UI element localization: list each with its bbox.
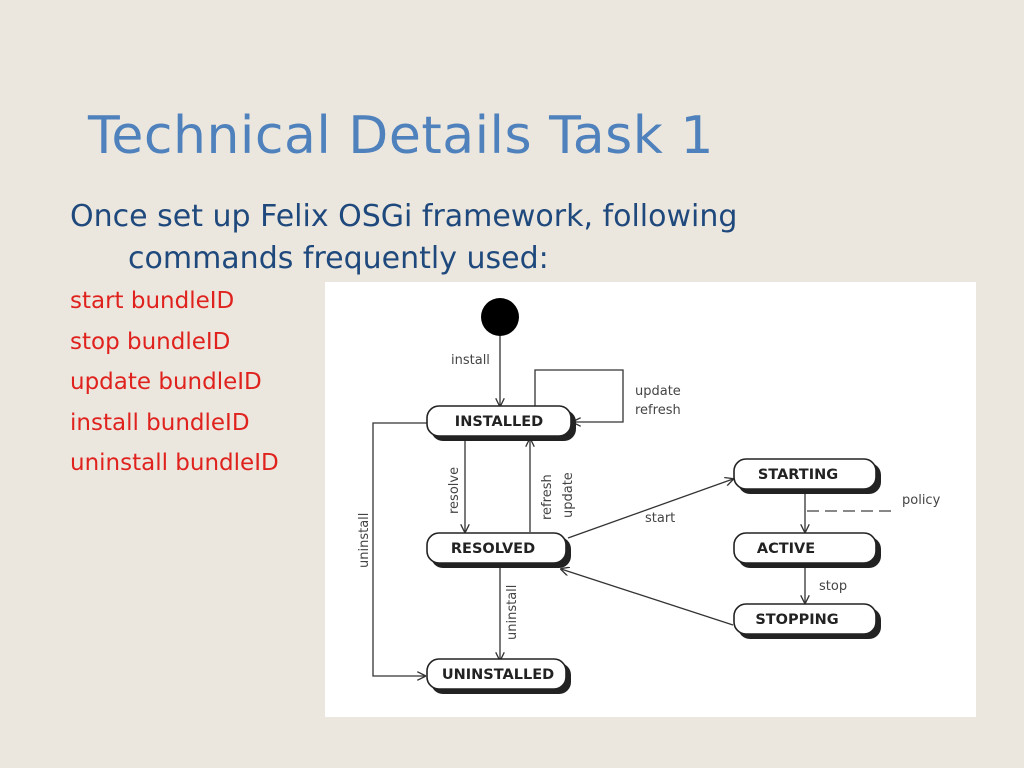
state-resolved: RESOLVED	[426, 532, 571, 568]
command-item: start bundleID	[70, 288, 235, 314]
slide-title: Technical Details Task 1	[88, 106, 714, 166]
uninstall-left-edge	[372, 422, 428, 676]
state-active: ACTIVE	[733, 532, 881, 568]
update-refresh-loop-edge	[534, 369, 624, 422]
resolve-label: resolve	[447, 467, 462, 514]
install-label: install	[451, 353, 490, 368]
stop-label: stop	[819, 579, 847, 594]
initial-state-node	[481, 298, 519, 336]
command-item: update bundleID	[70, 369, 262, 395]
state-uninstalled: UNINSTALLED	[426, 658, 571, 694]
command-list: start bundleID stop bundleID update bund…	[70, 282, 279, 485]
update-label: update	[561, 472, 576, 518]
state-starting: STARTING	[733, 458, 881, 494]
bundle-lifecycle-diagram: install update refresh resolve refresh u…	[325, 282, 976, 717]
intro-text: Once set up Felix OSGi framework, follow…	[70, 199, 738, 276]
refresh-self-label: refresh	[635, 403, 681, 418]
update-self-label: update	[635, 384, 681, 399]
uninstall-left-label: uninstall	[357, 513, 372, 568]
lifecycle-svg: install update refresh resolve refresh u…	[357, 298, 941, 694]
state-resolved-label: RESOLVED	[451, 541, 535, 557]
command-item: stop bundleID	[70, 328, 231, 355]
state-uninstalled-label: UNINSTALLED	[442, 667, 554, 683]
start-edge	[567, 479, 733, 539]
stopping-to-resolved-edge	[561, 569, 734, 626]
command-item: uninstall bundleID	[70, 450, 279, 476]
start-label: start	[645, 511, 675, 526]
command-item: install bundleID	[70, 409, 250, 436]
state-stopping-label: STOPPING	[755, 612, 838, 628]
state-starting-label: STARTING	[758, 467, 838, 483]
state-installed: INSTALLED	[426, 405, 576, 441]
state-stopping: STOPPING	[733, 603, 881, 639]
policy-label: policy	[902, 493, 941, 508]
uninstall-resolved-label: uninstall	[505, 585, 520, 640]
state-active-label: ACTIVE	[757, 541, 815, 557]
state-installed-label: INSTALLED	[455, 414, 543, 430]
refresh-label: refresh	[540, 474, 555, 520]
